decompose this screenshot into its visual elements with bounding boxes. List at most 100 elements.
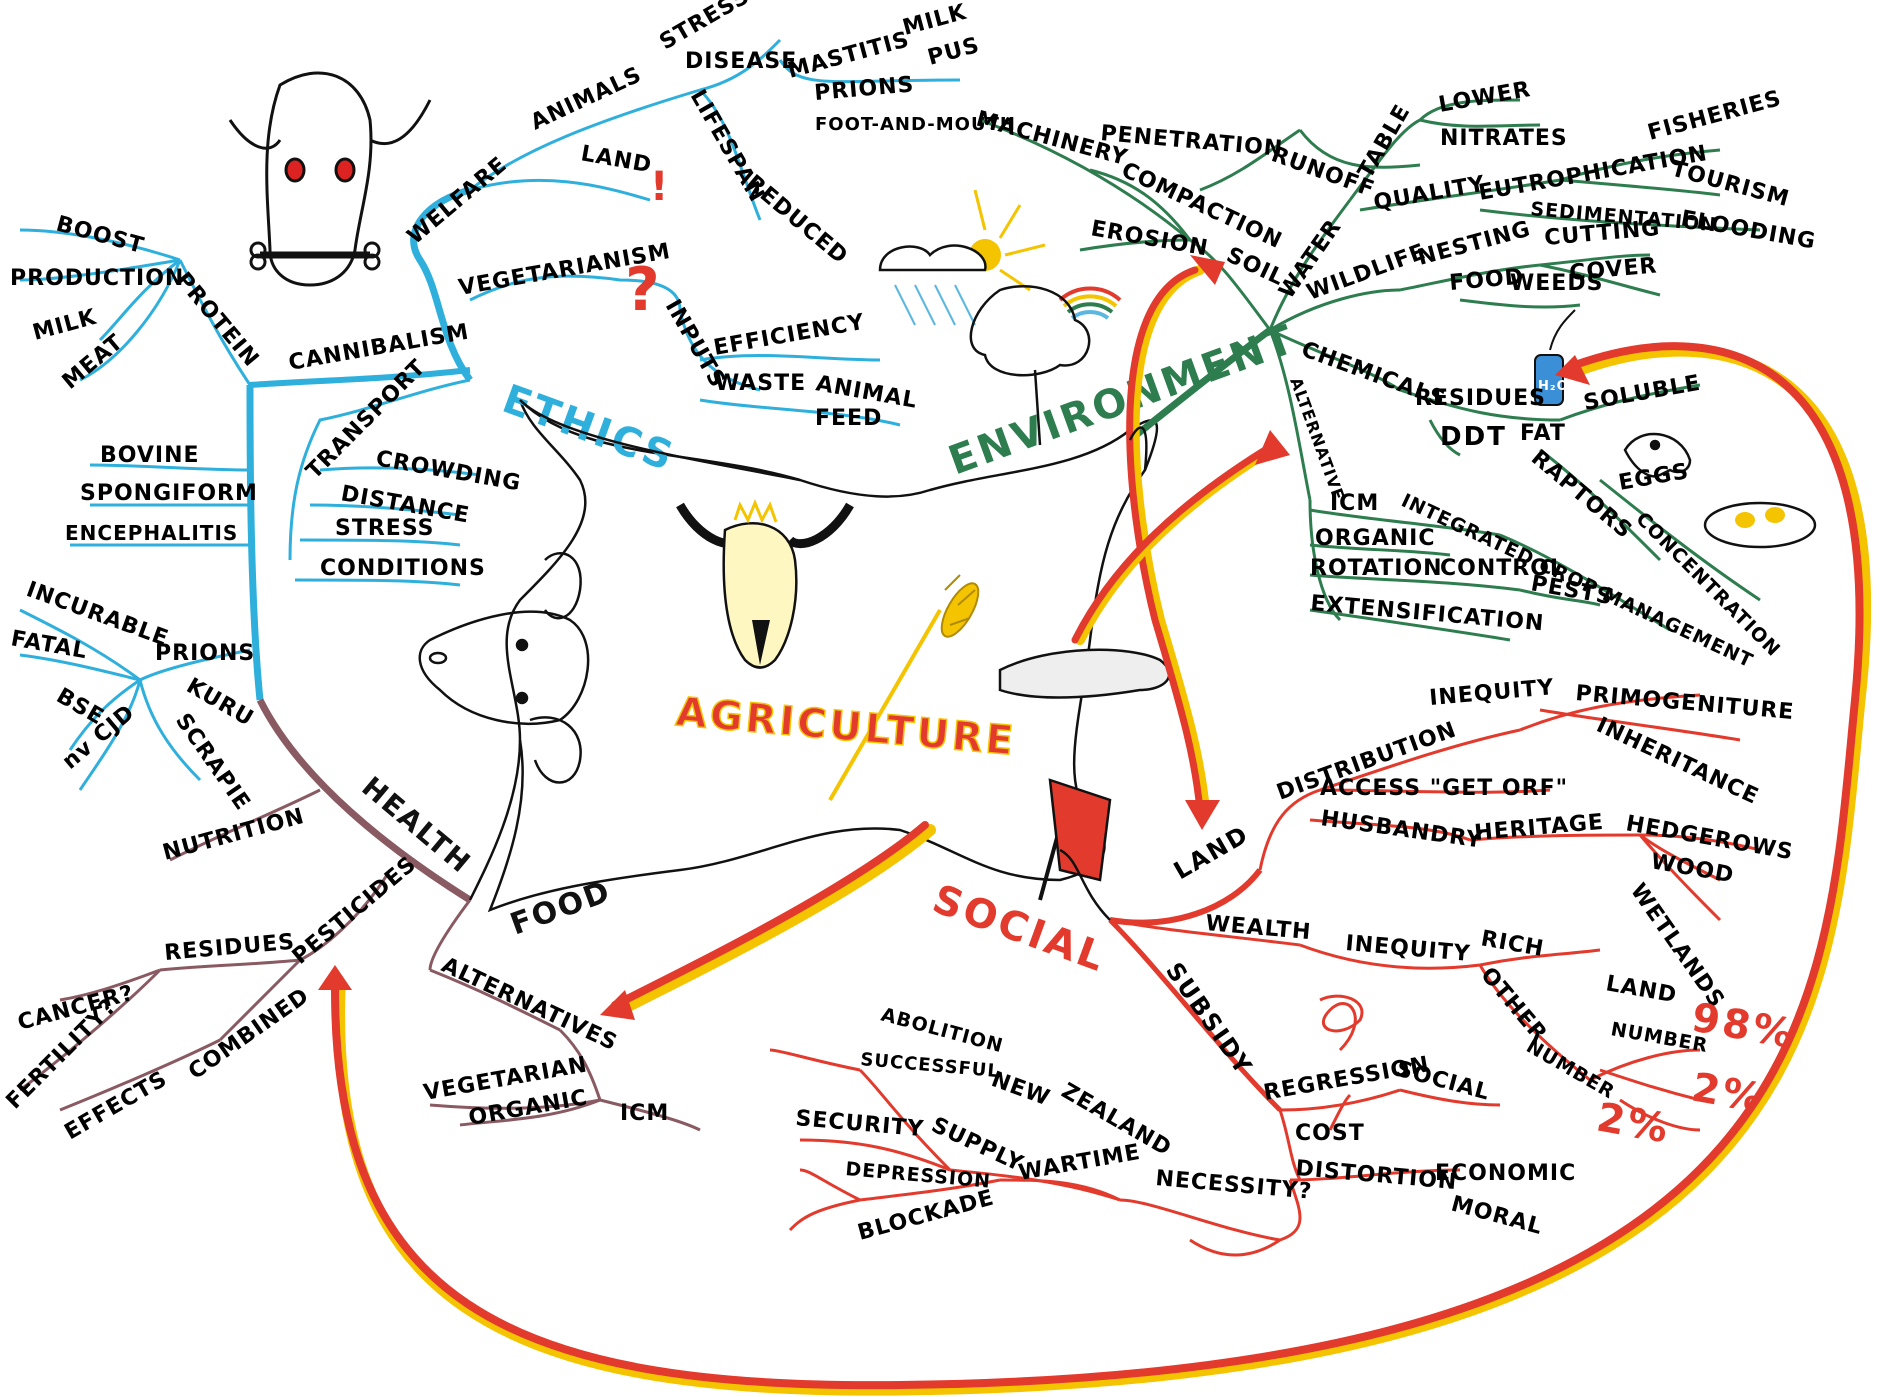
center-title: AGRICULTURE [674, 689, 1018, 765]
social-distortion: DISTORTION [1294, 1156, 1458, 1195]
ethics-title: ETHICS [497, 376, 682, 481]
ethics-crowding: CROWDING [374, 446, 523, 496]
social-rich: RICH [1479, 926, 1546, 962]
social-successful: SUCCESSFUL [860, 1049, 1001, 1082]
cowhide-outline [487, 399, 1159, 913]
env-nitrates: NITRATES [1440, 126, 1568, 151]
arrow-head-land [1185, 800, 1220, 830]
h2o-label: H₂O [1538, 379, 1569, 394]
social-heritage: HERITAGE [1473, 810, 1605, 846]
env-residues: RESIDUES [1415, 386, 1546, 411]
env-erosion: EROSION [1089, 216, 1210, 261]
env-soluble: SOLUBLE [1582, 371, 1703, 416]
env-flooding: FLOODING [1679, 206, 1818, 254]
ethics-efficiency: EFFICIENCY [712, 310, 867, 361]
social-access: ACCESS "GET ORF" [1320, 776, 1568, 801]
social-land2: LAND [1604, 971, 1679, 1008]
social-wood: WOOD [1649, 849, 1736, 888]
ethics-bovine: BOVINE [100, 443, 200, 468]
ethics-conditions: CONDITIONS [320, 556, 486, 581]
ethics-disease: DISEASE [685, 49, 797, 74]
cow-head-left-icon [418, 552, 590, 784]
arrow-head-soluble [1555, 355, 1590, 385]
sun-cloud-icon [878, 189, 1046, 326]
cow-face-center-icon [676, 499, 854, 669]
social-title: SOCIAL [927, 876, 1113, 981]
env-fat: FAT [1520, 421, 1566, 446]
ethics-prions2: PRIONS [155, 641, 255, 666]
ethics-feed: FEED [815, 406, 882, 431]
ethics-animals: ANIMALS [527, 62, 646, 135]
water-bottle-icon: H₂O [1534, 309, 1576, 406]
env-quality: QUALITY [1372, 172, 1488, 216]
env-control: CONTROL [1440, 556, 1565, 581]
food-icm: ICM [620, 1101, 669, 1126]
ethics-spongiform: SPONGIFORM [80, 481, 258, 506]
env-icm: ICM [1330, 491, 1379, 516]
ethics-milk2: MILK [30, 305, 99, 346]
ethics-question: ? [625, 255, 663, 325]
social-depression: DEPRESSION [845, 1158, 992, 1193]
sausage-cloud-icon [998, 648, 1171, 699]
ethics-stress: STRESS [656, 0, 755, 55]
arrow-head-pesticides [318, 965, 352, 990]
social-number2: NUMBER [1523, 1035, 1619, 1103]
social-wartime: WARTIME [1017, 1140, 1143, 1186]
arrows [318, 255, 1872, 1396]
env-lower: LOWER [1437, 77, 1533, 118]
social-pct2b: 2% [1593, 1095, 1674, 1153]
health-residues: RESIDUES [163, 930, 296, 966]
env-alternative: ALTERNATIVE [1286, 375, 1348, 503]
ethics-protein: PROTEIN [170, 268, 263, 372]
social-subsidy: SUBSIDY [1160, 957, 1258, 1080]
ethics-production: PRODUCTION [10, 266, 184, 291]
social-inheritance: INHERITANCE [1592, 713, 1762, 810]
eggs-icon [1703, 501, 1817, 549]
environment-branch [979, 98, 1761, 642]
ethics-branch [19, 38, 961, 791]
env-rotation: ROTATION [1310, 556, 1443, 581]
ethics-foot-and-mouth: FOOT-AND-MOUTH [815, 114, 1016, 135]
social-husbandry: HUSBANDRY [1319, 806, 1484, 853]
raptor-head-icon [1623, 432, 1692, 478]
social-moral: MORAL [1448, 1192, 1545, 1240]
ethics-stress2: STRESS [335, 516, 435, 541]
tree-rainbow-icon [969, 285, 1122, 446]
ethics-land: LAND [579, 141, 654, 178]
cow-face-topleft-icon [228, 71, 432, 287]
social-blockade: BLOCKADE [855, 1185, 997, 1245]
env-eggs: EGGS [1617, 459, 1691, 496]
arrow-head-food [600, 990, 635, 1020]
cow-body-lines [468, 399, 1148, 921]
social-other: OTHER [1475, 963, 1551, 1047]
env-organic: ORGANIC [1315, 526, 1435, 551]
wheat-icon [828, 574, 980, 802]
arrow-head-environment [1190, 255, 1225, 285]
social-cost: COST [1295, 1121, 1365, 1146]
env-nesting: NESTING [1415, 217, 1533, 271]
ethics-prions: PRIONS [813, 72, 915, 106]
social-abolition: ABOLITION [879, 1004, 1006, 1058]
ethics-waste: WASTE [715, 371, 806, 396]
social-land: LAND [1169, 820, 1254, 885]
health-combined: COMBINED [184, 983, 314, 1085]
food-title: FOOD [506, 874, 616, 943]
env-extensification: EXTENSIFICATION [1309, 591, 1545, 636]
env-weeds: WEEDS [1510, 271, 1603, 296]
social-necessity: NECESSITY? [1154, 1166, 1313, 1205]
social-wealth: WEALTH [1204, 911, 1312, 945]
social-branch [769, 693, 1761, 1257]
ethics-boost: BOOST [53, 212, 146, 259]
social-inequity: INEQUITY [1428, 675, 1555, 711]
ethics-cannibalism: CANNIBALISM [287, 320, 471, 376]
social-new: NEW [988, 1067, 1054, 1111]
health-effects: EFFECTS [61, 1066, 172, 1145]
env-tourism: TOURISM [1668, 157, 1792, 213]
social-hedgerows: HEDGEROWS [1624, 811, 1795, 865]
health-branch [19, 698, 701, 1132]
social-security: SECURITY [794, 1106, 925, 1142]
ethics-reduced: REDUCED [741, 170, 852, 269]
social-economic: ECONOMIC [1435, 1161, 1576, 1186]
env-table: TABLE [1354, 100, 1416, 183]
env-pests: PESTS [1529, 571, 1615, 610]
